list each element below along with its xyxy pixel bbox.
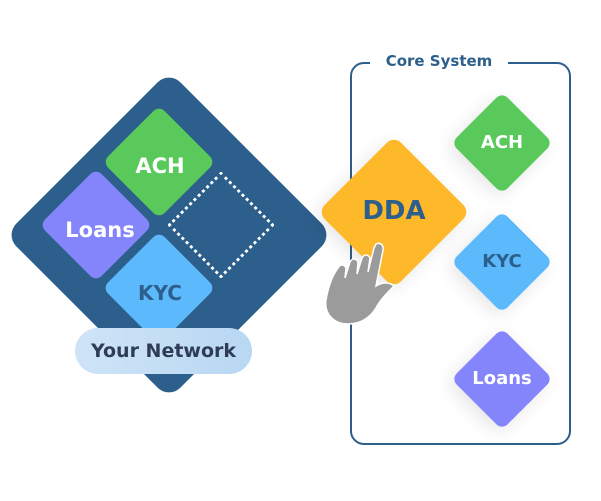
network-tile-ach-label: ACH xyxy=(135,154,185,178)
core-system-title-gap xyxy=(370,55,508,69)
core-system-title: Core System xyxy=(385,52,493,70)
dragged-tile-dda-label: DDA xyxy=(362,196,426,226)
network-tile-kyc-label: KYC xyxy=(138,281,182,305)
core-tile-ach-label: ACH xyxy=(480,132,524,153)
network-tile-loans-label: Loans xyxy=(65,218,135,242)
core-tile-loans-label: Loans xyxy=(472,368,532,389)
core-tile-kyc-label: KYC xyxy=(482,251,522,272)
hand-pointer-icon xyxy=(325,242,396,325)
your-network-label: Your Network xyxy=(90,340,237,362)
your-network-badge xyxy=(75,328,252,374)
